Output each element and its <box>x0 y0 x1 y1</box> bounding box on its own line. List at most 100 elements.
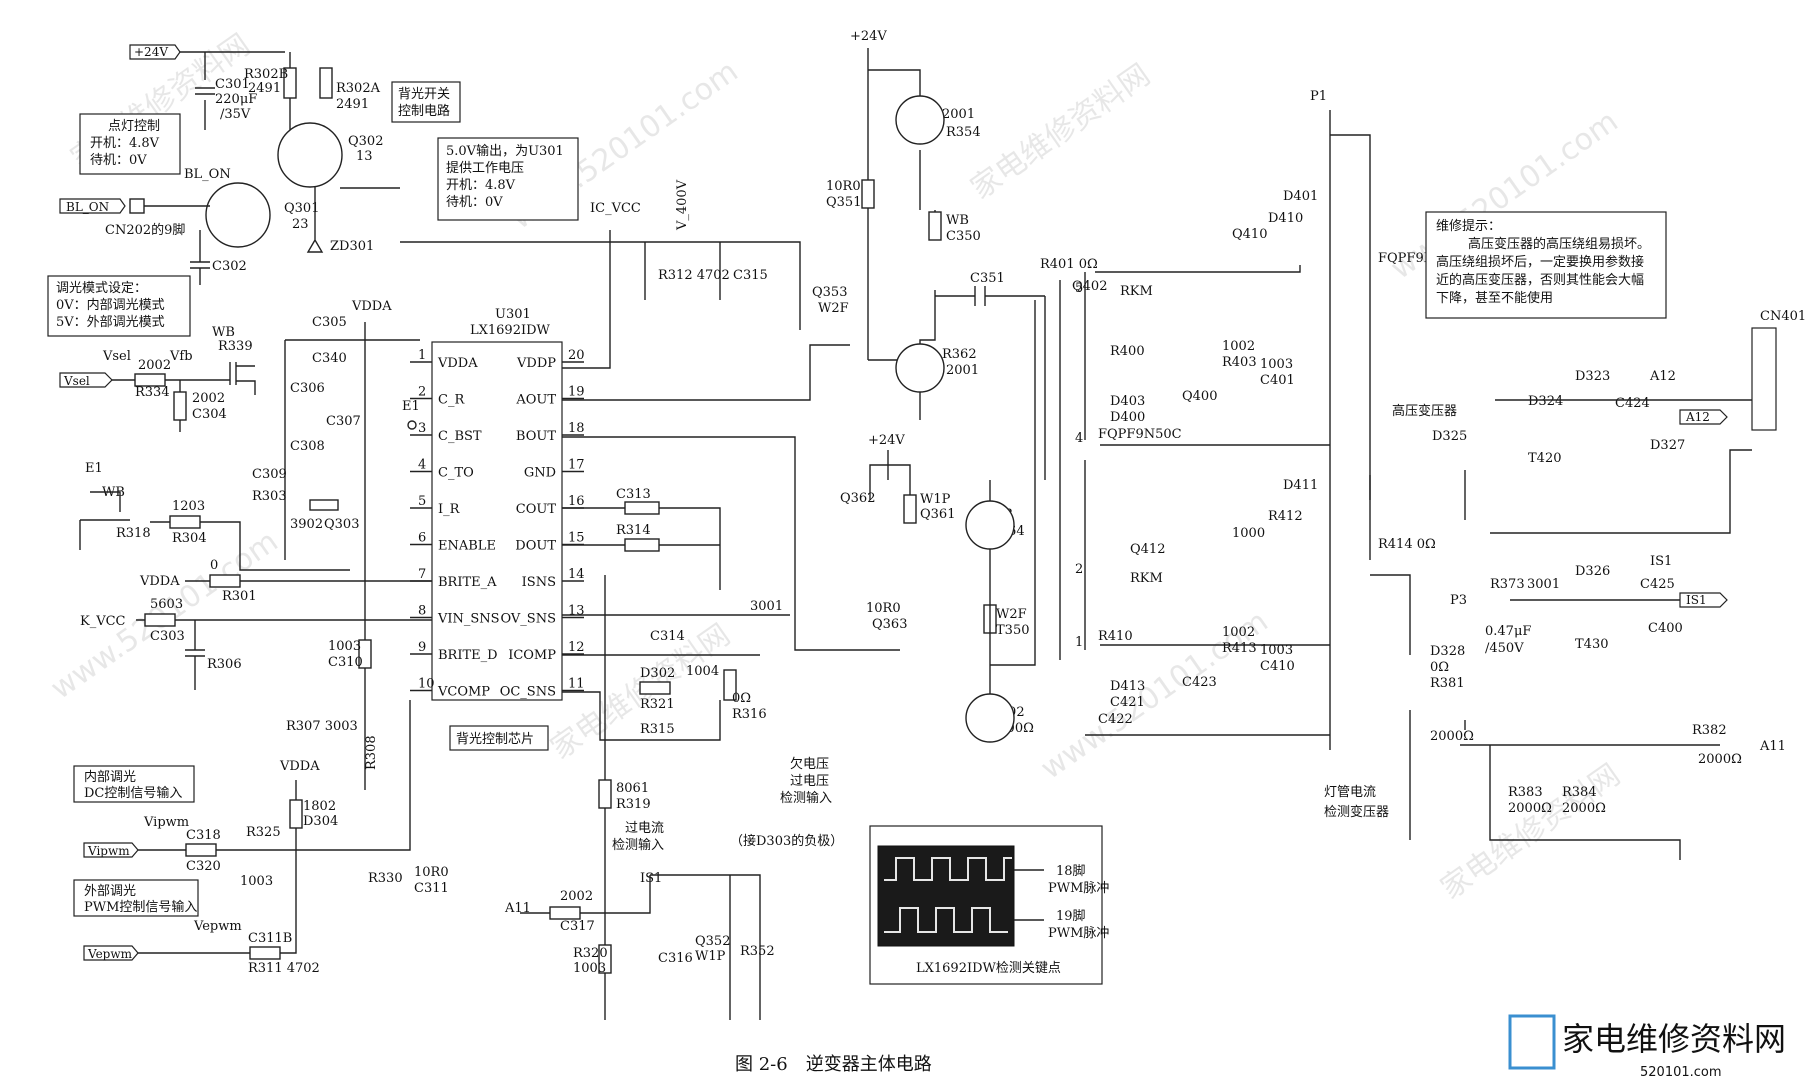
note-line: 维修提示： <box>1436 218 1501 234</box>
net-label: Vipwm <box>87 844 130 858</box>
note-line: 18脚 <box>1056 863 1086 879</box>
hv-transformer-label: 高压变压器 <box>1392 403 1457 419</box>
power-stage: R401 0Ω Q402 RKM R400 1002 R403 1003 C40… <box>1040 89 1462 750</box>
note-line: 开机：4.8V <box>446 178 516 193</box>
note-line: PWM脉冲 <box>1048 881 1109 896</box>
net-label: BL_ON <box>184 167 231 182</box>
driver-section: +24V 2001 R354 10R0 Q351 WB C350 Q353 W2… <box>562 29 1045 743</box>
net-label: IS1 <box>1686 593 1707 607</box>
c320-label: R330 <box>368 871 403 886</box>
ic-pin-name: GND <box>524 466 556 481</box>
r311-label: C313 <box>616 487 651 502</box>
r303-label: 3902 <box>290 517 323 532</box>
note-line: 提供工作电压 <box>446 160 524 176</box>
note-line: 外部调光 <box>84 884 136 899</box>
note-line: 过电压 <box>790 774 829 789</box>
r306-resistor <box>358 639 372 669</box>
r302b-value: 2491 <box>248 81 281 96</box>
r325-label: 10R0 <box>414 865 449 880</box>
r412-label: Q412 <box>1130 542 1165 557</box>
net-label: K_VCC <box>80 614 126 629</box>
c400-rating: R381 <box>1430 676 1465 691</box>
r304-resistor <box>209 574 241 588</box>
q304-label: WB <box>212 325 235 340</box>
note-line: 近的高压变压器，否则其性能会大幅 <box>1436 272 1644 288</box>
ic-pin-number: 4 <box>418 458 426 473</box>
q362-transistor <box>965 500 1015 550</box>
q410-value: 1000 <box>1232 526 1265 541</box>
figure-caption: 图 2-6 逆变器主体电路 <box>735 1054 932 1075</box>
ic-pin-number: 8 <box>418 604 426 619</box>
ic-pin-number: 18 <box>568 421 585 436</box>
c313-label: C314 <box>650 629 685 644</box>
timing-components: VDDA C305 C340 C306 C307 C308 C309 R303 … <box>79 299 420 790</box>
r308-value: D304 <box>303 814 338 829</box>
net-label: CN401 <box>1760 309 1806 324</box>
r400-value: C401 <box>1260 373 1295 388</box>
q302-value: 13 <box>356 149 373 164</box>
ic-pin-number: 15 <box>568 531 585 546</box>
net-label: Vfb <box>169 349 193 364</box>
test-point <box>407 420 417 430</box>
r319-value: 1003 <box>573 961 606 976</box>
d323-label: C424 <box>1615 396 1650 411</box>
ic-pin-name: BRITE_D <box>438 648 498 663</box>
c310-label: R307 3003 <box>286 719 358 734</box>
r315-label: 8061 <box>616 781 649 796</box>
r354-resistor <box>928 211 942 241</box>
pin-5: 5 <box>1075 281 1083 296</box>
q402-label: 1002 <box>1222 339 1255 354</box>
r314-value: R321 <box>640 697 675 712</box>
q352-value: R354 <box>946 125 981 140</box>
note-line: 0V：内部调光模式 <box>56 297 165 313</box>
r302a-label: R302A <box>336 81 381 96</box>
logo-text: 家电维修资料网 <box>1562 1020 1786 1058</box>
net-label: A12 <box>1649 369 1676 384</box>
c340-label: C306 <box>290 381 325 396</box>
r309-label: C318 <box>186 828 221 843</box>
t430-label: 2000Ω <box>1430 729 1474 744</box>
pin19-waveform <box>884 907 1008 933</box>
ic-pin-number: 20 <box>568 348 585 363</box>
ic-pin-number: 10 <box>418 677 435 692</box>
note-line: 5V：外部调光模式 <box>56 315 165 330</box>
net-tag-a11 <box>1679 409 1728 425</box>
hv-section: 维修提示： 高压变压器的高压绕组易损坏。 高压绕组损坏后，一定要换用参数接 近的… <box>1324 211 1806 860</box>
r315-value: R319 <box>616 797 651 812</box>
net-label: IS1 <box>640 871 662 886</box>
r311-resistor <box>624 501 660 515</box>
watermark: 家电维修资料网 <box>1435 757 1627 906</box>
note-line: DC控制信号输入 <box>84 785 182 801</box>
note-internal-dim <box>73 765 195 803</box>
ic-pin-name: BOUT <box>516 429 556 444</box>
r307-label: R308 <box>364 735 379 770</box>
q301-label: Q301 <box>284 201 319 216</box>
r364-value: T350 <box>996 623 1029 638</box>
r318-resistor <box>169 515 201 529</box>
r339-value: R334 <box>135 385 170 400</box>
r301-value: C303 <box>150 629 185 644</box>
zd301-label: ZD301 <box>330 239 374 254</box>
r362-label: W1P <box>920 492 951 507</box>
r304-label: 0 <box>210 558 218 573</box>
net-label: +24V <box>850 29 887 44</box>
net-tag-vipwm <box>83 842 139 858</box>
r413-label: D413 <box>1110 679 1145 694</box>
c301-value: 220μF <box>215 92 257 107</box>
c301-label: C301 <box>215 77 250 92</box>
r334-resistor <box>173 391 187 421</box>
r352-value: Q351 <box>826 195 861 210</box>
d324-label: D327 <box>1650 438 1685 453</box>
r315-resistor <box>598 779 612 809</box>
ic-pin-name: OC_SNS <box>500 685 556 700</box>
note-line: 19脚 <box>1056 908 1086 924</box>
note-line: 背光开关 <box>398 87 450 102</box>
r373-label: 0.47μF <box>1485 624 1531 639</box>
d326-label: C400 <box>1648 621 1683 636</box>
net-label: IC_VCC <box>590 201 641 216</box>
q402-value: R403 <box>1222 355 1257 370</box>
left-inputs: VDDA 0 R301 K_VCC 5603 C303 R306 1003 C3… <box>73 558 449 976</box>
r410-label: 1003 <box>1260 643 1293 658</box>
q302-label: Q302 <box>348 134 383 149</box>
r320-label: Q352 <box>695 934 730 949</box>
